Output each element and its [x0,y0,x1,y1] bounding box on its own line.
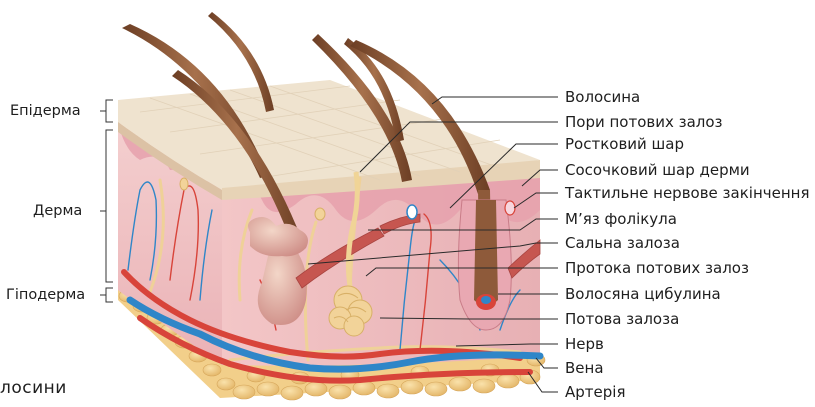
label-hair: Волосина [565,88,640,106]
label-papillary-layer: Сосочковий шар дерми [565,161,750,179]
label-sweat-pores: Пори потових залоз [565,113,723,131]
cut-off-text: лосини [0,378,67,398]
label-hypodermis: Гіподерма [6,286,85,304]
label-dermis: Дерма [33,202,82,220]
label-follicle-muscle: М’яз фолікула [565,210,677,228]
label-sebaceous-gland: Сальна залоза [565,234,680,252]
label-vein: Вена [565,359,604,377]
label-tactile-ending: Тактильне нервове закінчення [565,184,809,202]
label-sweat-duct: Протока потових залоз [565,259,749,277]
label-germinal-layer: Ростковий шар [565,135,684,153]
label-sweat-gland: Потова залоза [565,310,679,328]
label-nerve: Нерв [565,335,604,353]
hair-root [474,200,498,306]
label-hair-bulb: Волосяна цибулина [565,285,721,303]
label-epidermis: Епідерма [10,102,81,120]
label-artery: Артерія [565,383,625,401]
layer-brackets [100,100,113,302]
